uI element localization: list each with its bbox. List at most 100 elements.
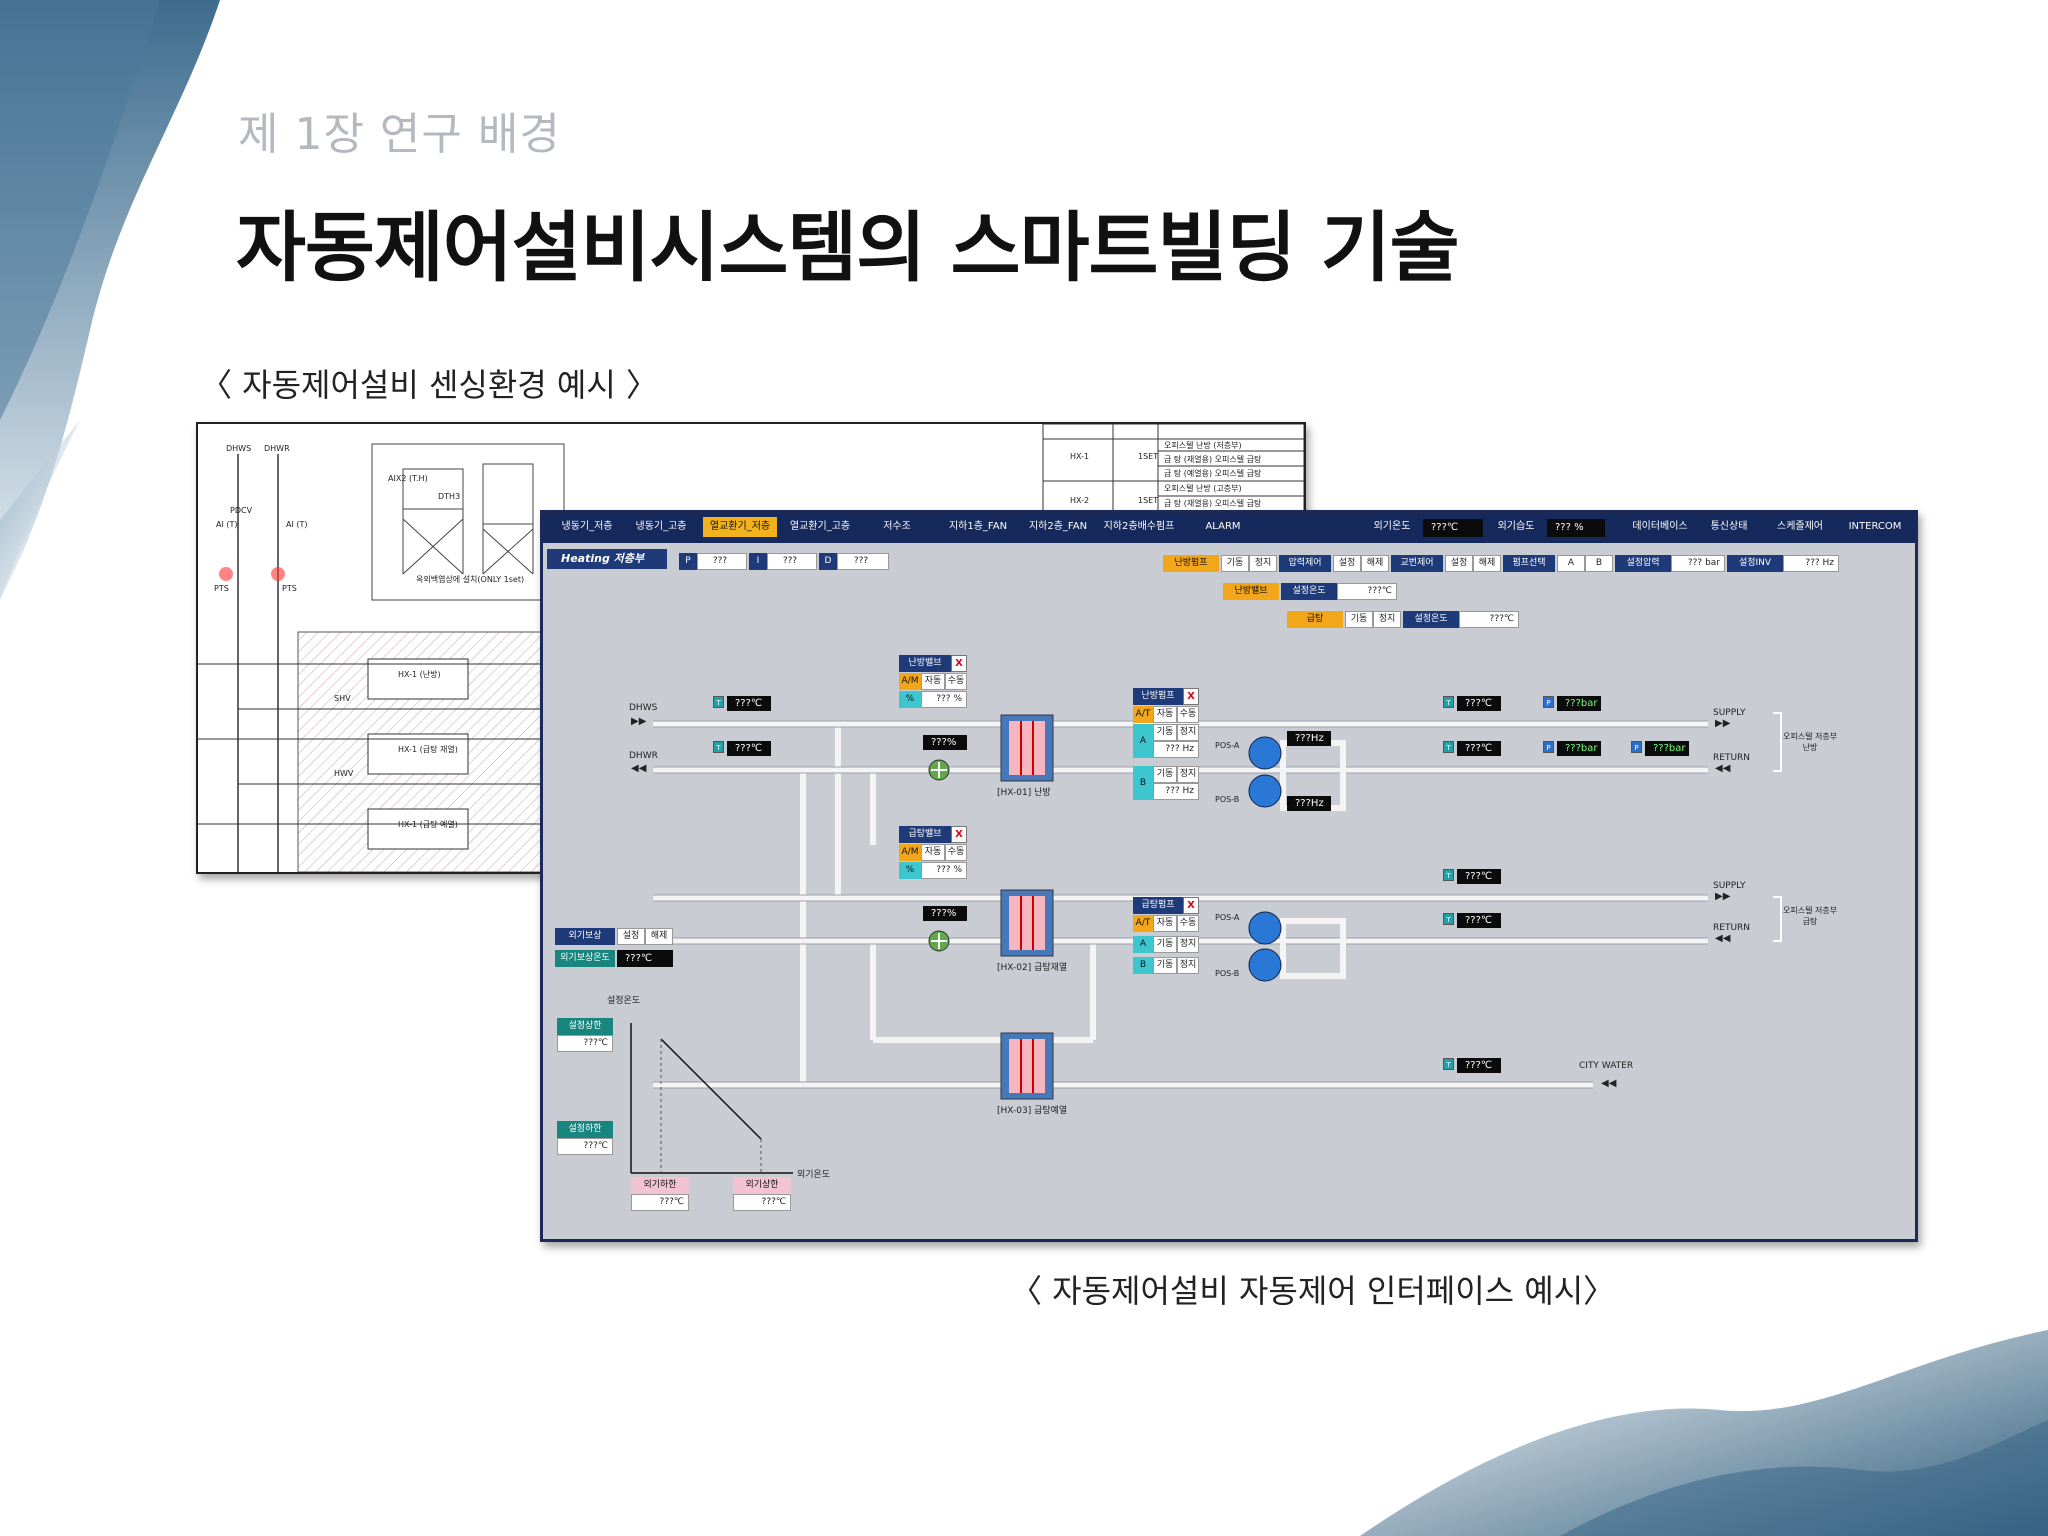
set-inv-value[interactable]: ??? Hz: [1783, 555, 1839, 572]
lower-limit-value[interactable]: ???℃: [557, 1138, 613, 1155]
heat-pump-b-stop-button[interactable]: 정지: [1177, 766, 1199, 783]
hot-water-stop-button[interactable]: 정지: [1373, 611, 1401, 628]
table-cell: HX-1: [1070, 452, 1090, 461]
outdoor-high-value[interactable]: ???℃: [733, 1194, 791, 1211]
hw-pump-b-start-button[interactable]: 기동: [1153, 957, 1177, 974]
page-title: 자동제어설비시스템의 스마트빌딩 기술: [236, 203, 1460, 292]
zone2-label: 오피스텔 저층부 급탕: [1783, 906, 1838, 926]
close-icon[interactable]: X: [1183, 688, 1199, 705]
hw-valve-manual-button[interactable]: 수동: [945, 844, 967, 861]
supply2-temp-readout: ???℃: [1457, 869, 1501, 884]
pressure-control-label: 압력제어: [1279, 555, 1331, 572]
pid-i-value[interactable]: ???: [767, 553, 817, 570]
pump-b-button[interactable]: B: [1585, 555, 1613, 572]
drawing-label: HWV: [334, 769, 354, 778]
hot-water-settemp-value[interactable]: ???℃: [1459, 611, 1519, 628]
drawing-label: HX-1 (급탕 재열): [398, 745, 458, 754]
heat-pump-b-start-button[interactable]: 기동: [1153, 766, 1177, 783]
heat-valve-settemp-label: 설정온도: [1281, 583, 1337, 600]
nav-tab[interactable]: 지하1층_FAN: [948, 521, 1008, 532]
nav-tab-active[interactable]: 열교환기_저층: [703, 517, 777, 537]
pump-a-button[interactable]: A: [1557, 555, 1585, 572]
valve2-readout: ???%: [923, 906, 967, 921]
nav-tab-schedule[interactable]: 스케줄제어: [1777, 521, 1823, 532]
close-icon[interactable]: X: [1183, 897, 1199, 914]
hw-valve-pct-value[interactable]: ??? %: [921, 862, 967, 879]
pid-d-value[interactable]: ???: [837, 553, 889, 570]
pid-p-value[interactable]: ???: [697, 553, 747, 570]
return1-dp-readout: ???bar: [1645, 741, 1689, 756]
hw-pump-b-stop-button[interactable]: 정지: [1177, 957, 1199, 974]
temp-sensor-icon: T: [1443, 696, 1454, 708]
heat-pump-manual-button[interactable]: 수동: [1177, 706, 1199, 723]
set-pressure-value[interactable]: ??? bar: [1671, 555, 1725, 572]
heat-pump-a-hz[interactable]: ??? Hz: [1153, 741, 1199, 758]
set-pressure-label: 설정압력: [1615, 555, 1671, 572]
heat-pump-a-label: A: [1133, 724, 1153, 758]
section-heading: Heating 저층부: [547, 549, 667, 569]
dhwr-label: DHWR: [629, 751, 658, 761]
pressure-release-button[interactable]: 해제: [1361, 555, 1389, 572]
close-icon[interactable]: X: [951, 655, 967, 672]
nav-tab-comm-status[interactable]: 통신상태: [1710, 521, 1748, 532]
supply1-label: SUPPLY: [1713, 708, 1746, 718]
hot-water-start-button[interactable]: 기동: [1345, 611, 1373, 628]
table-cell: 급 탕 (재열용) 오피스텔 급탕: [1164, 499, 1262, 508]
hw-pump-a-start-button[interactable]: 기동: [1153, 936, 1177, 953]
hw-pump-manual-button[interactable]: 수동: [1177, 915, 1199, 932]
outdoor-low-label: 외기하한: [631, 1177, 689, 1194]
pos-b-label: POS-B: [1215, 969, 1240, 978]
hw-pump-box-title: 급탕펌프: [1133, 897, 1183, 914]
pid-p-label: P: [679, 553, 697, 570]
pressure-set-button[interactable]: 설정: [1333, 555, 1361, 572]
city-water-label: CITY WATER: [1579, 1061, 1634, 1071]
hw-pump-auto-button[interactable]: 자동: [1153, 915, 1177, 932]
alternate-release-button[interactable]: 해제: [1473, 555, 1501, 572]
dhws-label: DHWS: [629, 703, 658, 713]
hw-valve-auto-button[interactable]: 자동: [921, 844, 945, 861]
nav-tab[interactable]: 열교환기_고층: [789, 521, 851, 532]
heat-pump-at-label: A/T: [1133, 706, 1153, 723]
heat-pump-a-start-button[interactable]: 기동: [1153, 724, 1177, 741]
hw-pump-a-stop-button[interactable]: 정지: [1177, 936, 1199, 953]
nav-tab[interactable]: 냉동기_고층: [635, 521, 687, 532]
nav-tab[interactable]: 지하2층배수펌프: [1103, 521, 1175, 532]
pos-b-label: POS-B: [1215, 795, 1240, 804]
nav-tab-database[interactable]: 데이터베이스: [1632, 521, 1688, 532]
nav-tab-alarm[interactable]: ALARM: [1205, 521, 1241, 532]
heat-valve-auto-button[interactable]: 자동: [921, 673, 945, 690]
outdoor-humid-value: ??? %: [1547, 519, 1605, 537]
outdoor-temp-value: ???℃: [1423, 519, 1483, 537]
outdoor-comp-release-button[interactable]: 해제: [645, 928, 673, 945]
drawing-lines: [198, 424, 1304, 872]
pressure-sensor-icon: P: [1543, 696, 1554, 708]
upper-limit-value[interactable]: ???℃: [557, 1035, 613, 1052]
outdoor-comp-set-button[interactable]: 설정: [617, 928, 645, 945]
heat-valve-pct-value[interactable]: ??? %: [921, 691, 967, 708]
alternate-set-button[interactable]: 설정: [1445, 555, 1473, 572]
caption-interface: 〈 자동제어설비 자동제어 인터페이스 예시〉: [1010, 1272, 1616, 1310]
heat-pump-a-stop-button[interactable]: 정지: [1177, 724, 1199, 741]
dhws-temp-readout: ???℃: [727, 696, 771, 711]
temp-sensor-icon: T: [1443, 741, 1454, 753]
drawing-label: PTS: [214, 584, 229, 593]
close-icon[interactable]: X: [951, 826, 967, 843]
heat-pump-start-button[interactable]: 기동: [1221, 555, 1249, 572]
nav-tab-intercom[interactable]: INTERCOM: [1848, 521, 1902, 532]
outdoor-low-value[interactable]: ???℃: [631, 1194, 689, 1211]
hw-pump-a-label: A: [1133, 936, 1153, 953]
heat-valve-am-label: A/M: [899, 673, 921, 690]
heat-valve-settemp-value[interactable]: ???℃: [1337, 583, 1397, 600]
heat-pump-auto-button[interactable]: 자동: [1153, 706, 1177, 723]
pump-a-hz-readout: ???Hz: [1287, 731, 1331, 746]
set-inv-label: 설정INV: [1727, 555, 1783, 572]
nav-tab[interactable]: 지하2층_FAN: [1028, 521, 1088, 532]
heat-pump-stop-button[interactable]: 정지: [1249, 555, 1277, 572]
nav-tab[interactable]: 저수조: [883, 521, 911, 532]
heat-pump-b-label: B: [1133, 766, 1153, 800]
outdoor-temp-label: 외기온도: [1373, 521, 1411, 532]
heat-valve-manual-button[interactable]: 수동: [945, 673, 967, 690]
nav-tab[interactable]: 냉동기_저층: [561, 521, 613, 532]
heat-pump-b-hz[interactable]: ??? Hz: [1153, 783, 1199, 800]
